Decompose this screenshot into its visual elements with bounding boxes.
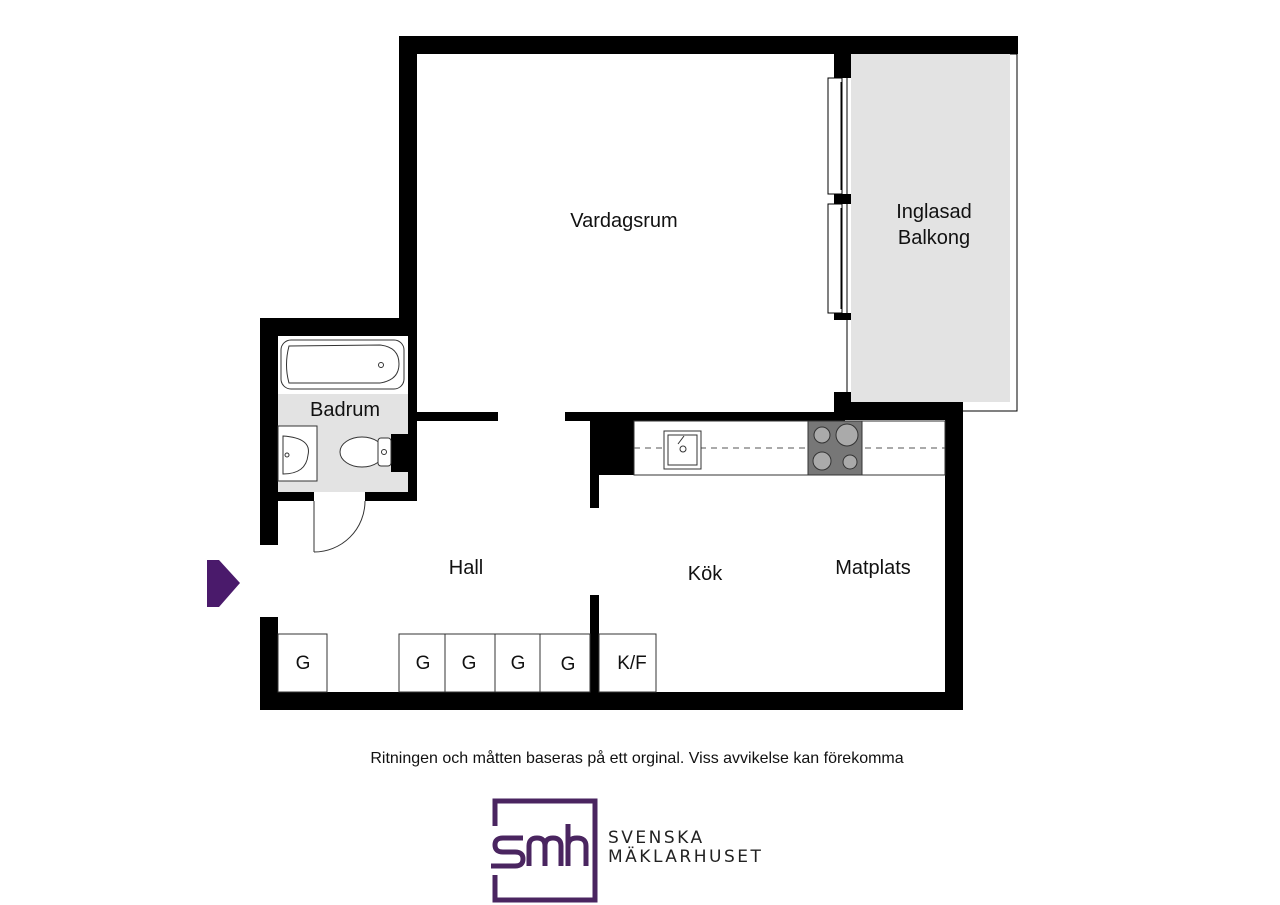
stove-burner-4 [842,454,858,470]
stove-burner-3 [812,451,832,471]
balcony-door-1 [827,77,843,195]
wardrobe-5 [539,633,591,693]
sink-drain [284,452,290,458]
wall-bath-bottom-right [365,492,417,501]
label-hall: Hall [449,557,483,579]
sink-basin [282,435,309,475]
wall-hall-top [417,412,498,421]
wall-bath-top [260,318,417,336]
entrance-arrow-icon [207,560,240,607]
label-badrum: Badrum [310,399,380,421]
logo-frame [492,798,598,903]
wall-balcony-bottom [834,392,851,412]
label-vardagsrum: Vardagsrum [570,210,677,232]
bathtub-icon [280,339,405,390]
toilet-flush [381,449,387,455]
kitchen-sink-tap [677,435,685,445]
wall-balcony-top [834,54,851,78]
kitchen-sink-icon [663,430,702,470]
walls [260,36,1018,710]
wall-kitchen-top [565,412,845,421]
wall-living-left [399,36,417,336]
wardrobe-1 [277,633,328,693]
label-wardrobe-1: G [296,653,311,674]
wall-top [399,36,1018,54]
label-wardrobe-3: G [462,653,477,674]
label-balkong-line2: Balkong [898,227,970,249]
wardrobe-4 [494,633,541,693]
door-arc [313,500,366,553]
wall-bottom [260,692,963,710]
wall-bath-right [408,318,417,500]
label-balkong-line1: Inglasad [896,201,972,223]
wall-kitchen-top-right [834,402,963,420]
stove-icon [807,420,863,476]
balcony-doors [827,77,848,392]
wall-left-lower [260,617,278,710]
bathtub-drain [378,362,384,368]
brand-name-line1: SVENSKA [608,828,705,848]
label-wardrobe-5: G [561,654,576,675]
label-kok: Kök [688,563,723,585]
brand-logo: SVENSKA MÄKLARHUSET [491,798,763,903]
balcony-door-2 [827,203,843,314]
wall-balcony-low [834,313,851,320]
storage-units [277,633,657,693]
label-wardrobe-4: G [511,653,526,674]
wall-kitchen-left-lower [590,595,599,692]
brand-name-line2: MÄKLARHUSET [608,846,763,867]
door-swing-icon [313,500,366,553]
sink-icon [277,425,318,482]
disclaimer-text: Ritningen och måtten baseras på ett orgi… [370,749,903,767]
fridge-freezer [598,633,657,693]
bathtub-inner [286,344,400,384]
wall-bath-block [391,434,409,472]
wardrobe-2 [398,633,446,693]
label-matplats: Matplats [835,557,911,579]
logo-letter-s [491,835,526,869]
toilet-icon [339,436,392,468]
balcony-floor [851,54,1010,402]
logo-letter-m [526,835,564,866]
stove-burner-2 [835,423,859,447]
wall-right [945,402,963,710]
logo-letter-h [565,824,589,866]
toilet-bowl [339,436,385,468]
label-wardrobe-2: G [416,653,431,674]
wardrobe-3 [444,633,496,693]
wall-kitchen-block [590,421,634,475]
wall-balcony-mid [834,194,851,204]
label-fridge-freezer: K/F [617,653,647,674]
stove-burner-1 [813,426,831,444]
wall-left-upper [260,318,278,545]
kitchen-sink-drain [679,445,687,453]
balcony [851,53,1018,412]
wall-bath-bottom-left [278,492,314,501]
